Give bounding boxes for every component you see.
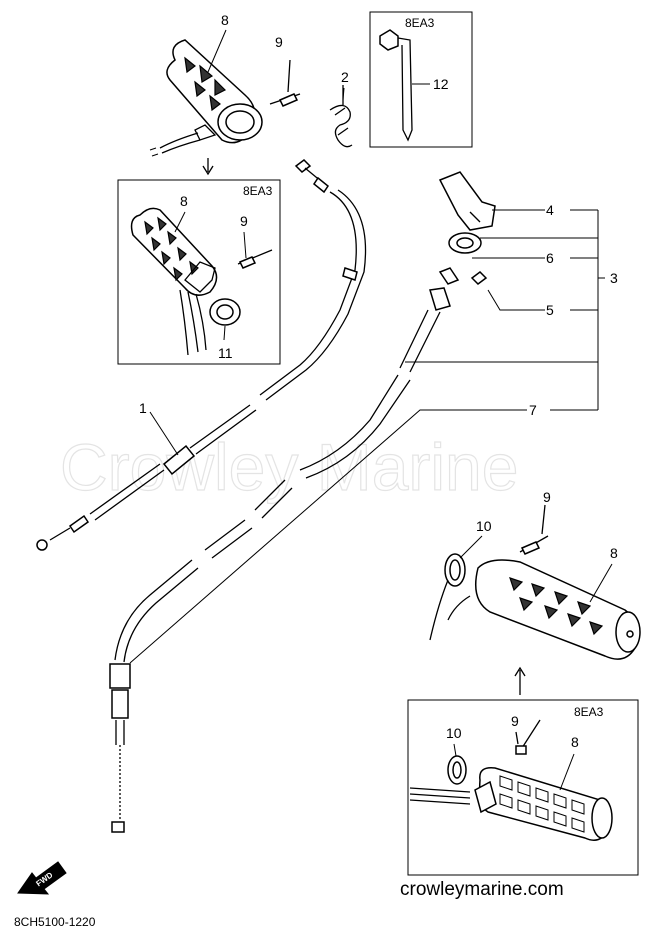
inset-box-top-right — [369, 11, 473, 148]
clip-2 — [329, 85, 353, 148]
callout-11: 11 — [218, 345, 233, 361]
callout-3: 3 — [610, 270, 618, 286]
callout-9: 9 — [240, 213, 248, 229]
callout-2: 2 — [341, 69, 349, 85]
cable-1 — [36, 159, 367, 551]
callout-12: 12 — [433, 76, 449, 92]
callout-5: 5 — [546, 302, 554, 318]
inset-box-left — [117, 179, 281, 365]
callout-7: 7 — [529, 402, 537, 418]
bracket-assembly — [438, 171, 496, 285]
callout-8: 8 — [180, 193, 188, 209]
callout-8: 8 — [610, 545, 618, 561]
callout-bracket — [129, 209, 605, 664]
callout-8: 8 — [221, 12, 229, 28]
website-link[interactable]: crowleymarine.com — [400, 879, 564, 900]
callout-1: 1 — [139, 400, 147, 416]
inset-label-top-right: 8EA3 — [405, 16, 435, 30]
callout-9: 9 — [543, 489, 551, 505]
grip-right — [429, 504, 641, 660]
inset-box-bottom-right — [407, 699, 639, 876]
diagram-code: 8CH5100-1220 — [14, 915, 96, 929]
callout-4: 4 — [546, 202, 554, 218]
screw-9-top — [269, 59, 301, 107]
callout-8: 8 — [571, 734, 579, 750]
grip-top-left — [149, 39, 263, 157]
watermark: Crowley Marine — [60, 430, 518, 504]
callout-9: 9 — [511, 713, 519, 729]
callout-leaders — [174, 29, 613, 791]
inset-label-bottom-right: 8EA3 — [574, 705, 604, 719]
cable-7 — [109, 267, 460, 833]
callout-10: 10 — [446, 725, 462, 741]
callout-10: 10 — [476, 518, 492, 534]
inset-label-left: 8EA3 — [243, 184, 273, 198]
fwd-arrow-icon: FWD — [17, 861, 67, 895]
callout-6: 6 — [546, 250, 554, 266]
callout-9: 9 — [275, 34, 283, 50]
